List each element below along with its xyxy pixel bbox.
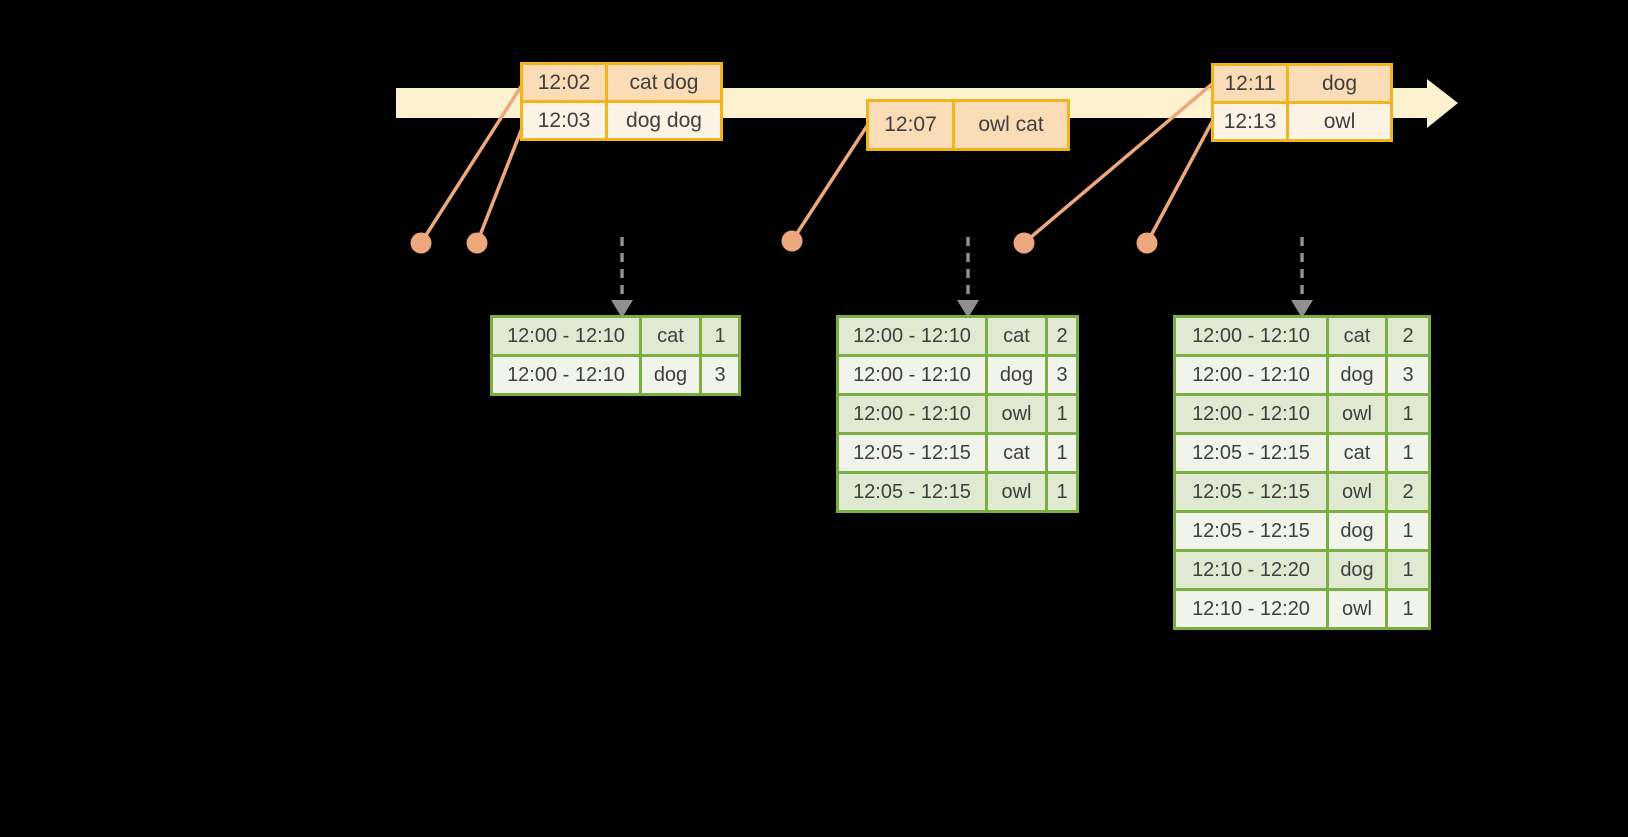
event-connector-line bbox=[419, 84, 524, 244]
trigger-arrow-icon bbox=[957, 237, 979, 318]
table-cell: 1 bbox=[1385, 588, 1431, 630]
table-cell: cat dog bbox=[605, 62, 723, 103]
table-cell: 12:02 bbox=[520, 62, 608, 103]
table-cell: 12:05 - 12:15 bbox=[836, 471, 988, 513]
event-dot bbox=[1013, 232, 1035, 254]
table-cell: cat bbox=[1326, 432, 1388, 474]
event-connector-line bbox=[1022, 82, 1214, 245]
event-dot bbox=[781, 230, 803, 252]
table-cell: 1 bbox=[1045, 432, 1079, 474]
table-cell: 12:00 - 12:10 bbox=[1173, 315, 1329, 357]
table-cell: owl cat bbox=[952, 99, 1070, 151]
table-cell: owl bbox=[1286, 101, 1393, 142]
table-cell: owl bbox=[1326, 588, 1388, 630]
table-cell: 12:05 - 12:15 bbox=[1173, 471, 1329, 513]
table-cell: 1 bbox=[699, 315, 741, 357]
table-cell: 12:05 - 12:15 bbox=[836, 432, 988, 474]
table-cell: 2 bbox=[1045, 315, 1079, 357]
event-connector-line bbox=[790, 125, 869, 242]
table-cell: 12:00 - 12:10 bbox=[490, 315, 642, 357]
table-cell: 2 bbox=[1385, 315, 1431, 357]
table-cell: dog dog bbox=[605, 100, 723, 141]
table-cell: cat bbox=[1326, 315, 1388, 357]
event-connector-line bbox=[475, 122, 526, 244]
trigger-arrow-icon bbox=[611, 237, 633, 318]
table-cell: dog bbox=[1326, 510, 1388, 552]
table-cell: 3 bbox=[699, 354, 741, 396]
event-dot bbox=[410, 232, 432, 254]
table-cell: cat bbox=[985, 432, 1048, 474]
table-cell: dog bbox=[1326, 549, 1388, 591]
event-dot bbox=[1136, 232, 1158, 254]
table-cell: 12:00 - 12:10 bbox=[1173, 393, 1329, 435]
trigger-arrow-icon bbox=[1291, 237, 1313, 318]
table-cell: 12:07 bbox=[866, 99, 955, 151]
table-cell: 1 bbox=[1045, 471, 1079, 513]
timeline-arrowhead-icon bbox=[1427, 79, 1458, 128]
table-cell: owl bbox=[985, 393, 1048, 435]
table-cell: 12:10 - 12:20 bbox=[1173, 549, 1329, 591]
table-cell: 1 bbox=[1385, 510, 1431, 552]
table-cell: 12:00 - 12:10 bbox=[490, 354, 642, 396]
table-cell: dog bbox=[639, 354, 702, 396]
table-cell: 12:05 - 12:15 bbox=[1173, 510, 1329, 552]
table-cell: 12:05 - 12:15 bbox=[1173, 432, 1329, 474]
table-cell: owl bbox=[1326, 393, 1388, 435]
event-connector-line bbox=[1145, 121, 1214, 244]
table-cell: 12:11 bbox=[1211, 63, 1289, 104]
table-cell: 1 bbox=[1385, 432, 1431, 474]
table-cell: 1 bbox=[1045, 393, 1079, 435]
table-cell: 2 bbox=[1385, 471, 1431, 513]
event-dot bbox=[466, 232, 488, 254]
table-cell: 12:00 - 12:10 bbox=[836, 315, 988, 357]
table-cell: 3 bbox=[1385, 354, 1431, 396]
table-cell: 12:10 - 12:20 bbox=[1173, 588, 1329, 630]
table-cell: cat bbox=[985, 315, 1048, 357]
table-cell: 12:03 bbox=[520, 100, 608, 141]
table-cell: owl bbox=[985, 471, 1048, 513]
table-cell: 12:13 bbox=[1211, 101, 1289, 142]
table-cell: 12:00 - 12:10 bbox=[836, 354, 988, 396]
table-cell: cat bbox=[639, 315, 702, 357]
table-cell: owl bbox=[1326, 471, 1388, 513]
table-cell: 1 bbox=[1385, 393, 1431, 435]
table-cell: dog bbox=[985, 354, 1048, 396]
table-cell: dog bbox=[1286, 63, 1393, 104]
table-cell: 1 bbox=[1385, 549, 1431, 591]
table-cell: 12:00 - 12:10 bbox=[836, 393, 988, 435]
table-cell: dog bbox=[1326, 354, 1388, 396]
table-cell: 3 bbox=[1045, 354, 1079, 396]
table-cell: 12:00 - 12:10 bbox=[1173, 354, 1329, 396]
